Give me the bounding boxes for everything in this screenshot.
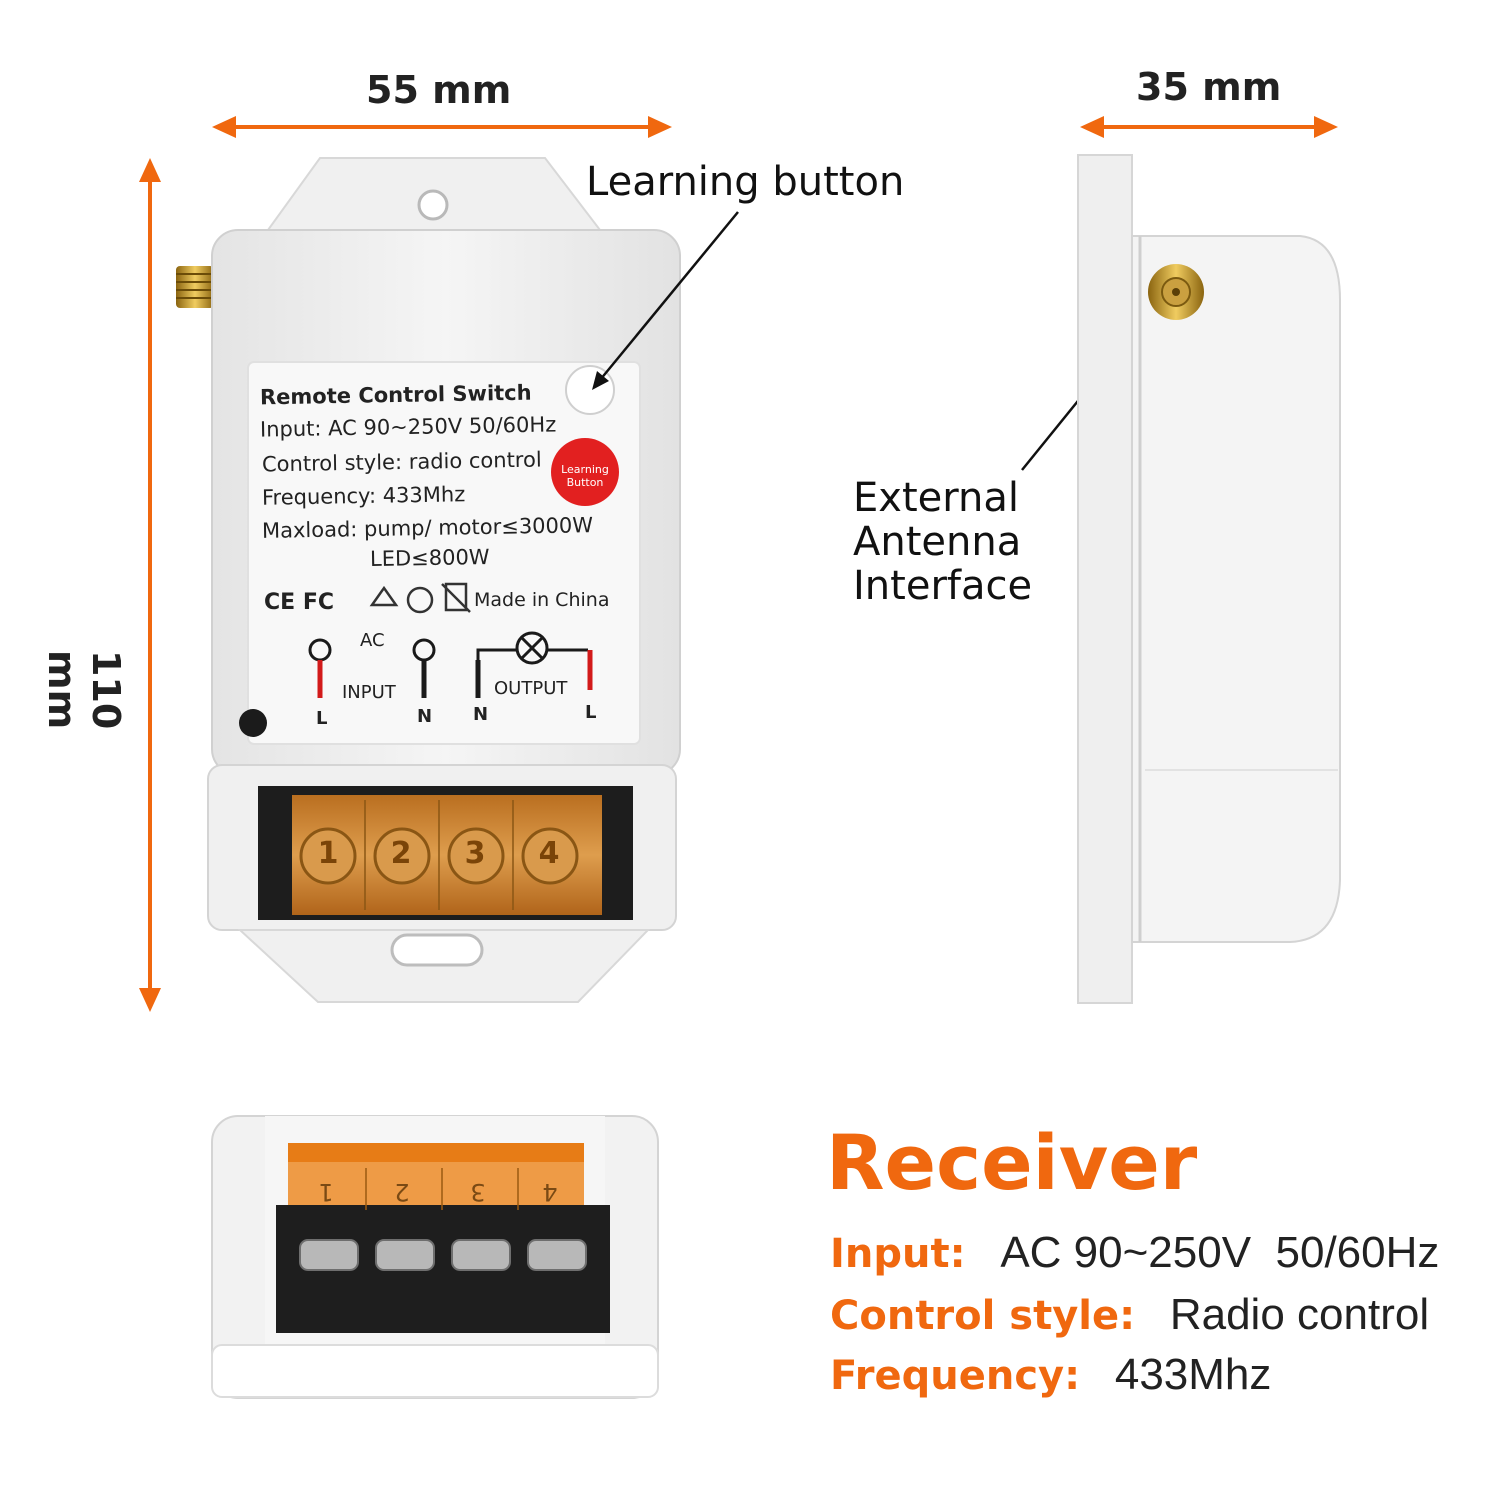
terminal-label-n-output: N <box>473 704 489 725</box>
arrow-vertical-icon <box>139 988 161 1012</box>
label-certs: CE FC <box>264 590 335 615</box>
screw-2 <box>373 827 431 885</box>
terminal-label-l-input: L <box>316 708 328 729</box>
terminal-label-n-input: N <box>417 706 433 727</box>
label-input-word: INPUT <box>342 682 396 703</box>
spec-input: Input: AC 90~250V 50/60Hz <box>830 1228 1440 1277</box>
label-ac: AC <box>360 630 385 651</box>
rohs-icon <box>406 586 434 614</box>
bottom-mount-slot <box>390 933 484 967</box>
lamp-icon <box>515 631 549 665</box>
depth-dimension-label: 35 mm <box>1136 65 1282 109</box>
arrow-vertical-icon <box>139 158 161 182</box>
mount-hole <box>417 189 449 221</box>
width-dimension-label: 55 mm <box>366 68 512 112</box>
learning-badge <box>551 438 619 506</box>
antenna-callout: External Antenna Interface <box>853 475 1033 609</box>
screw-4 <box>521 827 579 885</box>
spec-control-style: Control style: Radio control <box>830 1290 1430 1339</box>
learning-button-callout: Learning button <box>586 159 905 205</box>
screw-1 <box>299 827 357 885</box>
weee-bin-icon <box>444 582 468 612</box>
bottom-terminal-numbers: 1 2 3 4 <box>318 1178 558 1206</box>
label-output-word: OUTPUT <box>494 678 568 699</box>
label-made-in: Made in China <box>474 589 610 611</box>
label-sheet <box>247 361 641 745</box>
product-name: Receiver <box>826 1118 1198 1207</box>
learning-badge-text: Learning Button <box>561 463 609 489</box>
arrow-horizontal-icon <box>1080 116 1104 138</box>
arrow-horizontal-icon <box>648 116 672 138</box>
arrow-horizontal-icon <box>212 116 236 138</box>
recycle-icon <box>369 585 399 607</box>
spec-frequency: Frequency: 433Mhz <box>830 1350 1272 1399</box>
side-body <box>1131 235 1341 943</box>
screw-3 <box>447 827 505 885</box>
indicator-led <box>239 709 267 737</box>
terminal-label-l-output: L <box>585 702 597 723</box>
arrow-horizontal-icon <box>1314 116 1338 138</box>
front-terminal-numbers: 1 2 3 4 <box>317 836 560 871</box>
